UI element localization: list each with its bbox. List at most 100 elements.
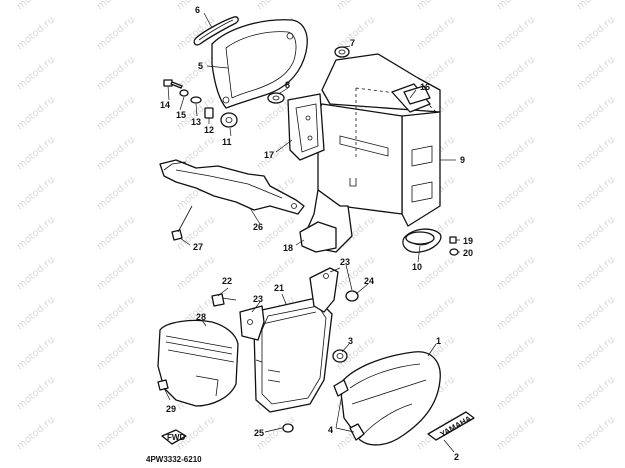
part-27-bolt[interactable] [171, 205, 193, 241]
watermark-text: motod.ru [175, 254, 217, 292]
watermark-text: motod.ru [95, 14, 137, 52]
leader-lines [163, 12, 460, 453]
watermark-text: motod.ru [495, 54, 537, 92]
watermark-text: motod.ru [95, 134, 137, 172]
watermark-text: motod.ru [575, 134, 617, 172]
watermark-text: motod.ru [95, 54, 137, 92]
watermark-text: motod.ru [95, 94, 137, 132]
watermark-text: motod.ru [495, 94, 537, 132]
part-24-bolt[interactable] [345, 290, 359, 302]
part-1-side-cover[interactable] [339, 351, 441, 446]
part-8-grommet[interactable] [267, 92, 285, 104]
watermark-text: motod.ru [15, 0, 57, 12]
part-23-bracket-left[interactable] [239, 305, 265, 341]
callout-15: 15 [176, 110, 186, 120]
watermark-text: motod.ru [95, 0, 137, 12]
watermark-text: motod.ru [575, 214, 617, 252]
part-16-seal[interactable] [403, 85, 431, 105]
watermark-text: motod.ru [95, 214, 137, 252]
part-18-bracket[interactable] [299, 221, 337, 253]
watermark-text: motod.ru [575, 174, 617, 212]
part-5-cover[interactable] [211, 19, 308, 109]
watermark-text: motod.ru [95, 294, 137, 332]
watermark-text: motod.ru [15, 294, 57, 332]
watermark-text: motod.ru [495, 14, 537, 52]
watermark-text: motod.ru [95, 334, 137, 372]
callout-10: 10 [412, 262, 422, 272]
callout-21: 21 [274, 283, 284, 293]
watermark-text: motod.ru [575, 94, 617, 132]
watermark-text: motod.ru [495, 134, 537, 172]
watermark-text: motod.ru [575, 254, 617, 292]
callout-13: 13 [191, 117, 201, 127]
callout-3: 3 [348, 336, 353, 346]
callout-20: 20 [463, 248, 473, 258]
callout-labels: 6 5 7 8 14 15 13 12 11 16 17 9 26 27 18 … [160, 5, 473, 462]
watermark-text: motod.ru [255, 0, 297, 12]
watermark-text: motod.ru [575, 334, 617, 372]
watermark-text: motod.ru [495, 414, 537, 452]
watermark-text: motod.ru [575, 0, 617, 12]
part-7-grommet[interactable] [334, 46, 350, 58]
part-22-bolt[interactable] [211, 293, 237, 307]
watermark-text: motod.ru [415, 0, 457, 12]
watermark-text: motod.ru [415, 14, 457, 52]
callout-18: 18 [283, 243, 293, 253]
callout-28: 28 [196, 312, 206, 322]
watermark-text: motod.ru [15, 374, 57, 412]
callout-25: 25 [254, 428, 264, 438]
part-26-bracket[interactable] [159, 159, 305, 215]
watermark-text: motod.ru [575, 414, 617, 452]
part-20-nut[interactable] [449, 248, 459, 256]
watermark-text: motod.ru [15, 254, 57, 292]
watermark-text: motod.ru [15, 134, 57, 172]
callout-12: 12 [204, 125, 214, 135]
watermark-text: motod.ru [15, 14, 57, 52]
callout-23-right: 23 [340, 257, 350, 267]
part-3-grommet[interactable] [332, 349, 348, 363]
part-25-nut[interactable] [282, 423, 294, 433]
watermark-text: motod.ru [15, 214, 57, 252]
part-4-grommet-b[interactable] [349, 423, 365, 441]
callout-9: 9 [460, 155, 465, 165]
watermark-text: motod.ru [415, 254, 457, 292]
part-14-bolt[interactable] [163, 79, 183, 89]
watermark-text: motod.ru [495, 294, 537, 332]
watermark-text: motod.ru [495, 214, 537, 252]
part-12-collar[interactable] [204, 107, 214, 119]
callout-5: 5 [198, 61, 203, 71]
part-23-bracket-right[interactable] [309, 267, 339, 313]
watermark-text: motod.ru [15, 174, 57, 212]
watermark-text: motod.ru [575, 374, 617, 412]
callout-7: 7 [350, 38, 355, 48]
fwd-badge: FWD [161, 429, 187, 445]
callout-4: 4 [328, 425, 333, 435]
watermark-text: motod.ru [575, 294, 617, 332]
part-28-side-cover[interactable] [157, 319, 239, 407]
callout-16: 16 [420, 82, 430, 92]
part-6-gasket[interactable] [193, 16, 239, 46]
part-11-damper[interactable] [220, 112, 238, 128]
part-4-grommet-a[interactable] [333, 379, 349, 397]
watermark-text: motod.ru [15, 414, 57, 452]
callout-26: 26 [253, 222, 263, 232]
watermark-text: motod.ru [495, 174, 537, 212]
part-17-bracket[interactable] [287, 93, 325, 161]
callout-24: 24 [364, 276, 374, 286]
part-10-band[interactable] [405, 231, 435, 245]
callout-17: 17 [264, 150, 274, 160]
watermark-text: motod.ru [15, 54, 57, 92]
watermark-text: motod.ru [335, 0, 377, 12]
callout-29: 29 [166, 404, 176, 414]
part-21-box[interactable] [253, 297, 333, 413]
watermark-text: motod.ru [95, 374, 137, 412]
fwd-label: FWD [167, 433, 185, 442]
part-13-washer[interactable] [190, 96, 202, 104]
watermark-text: motod.ru [495, 334, 537, 372]
part-29-screw[interactable] [157, 379, 169, 391]
callout-27: 27 [193, 242, 203, 252]
diagram-code: 4PW3332-6210 [146, 455, 202, 464]
part-19-bolt[interactable] [449, 236, 457, 244]
part-15-washer[interactable] [179, 89, 189, 97]
